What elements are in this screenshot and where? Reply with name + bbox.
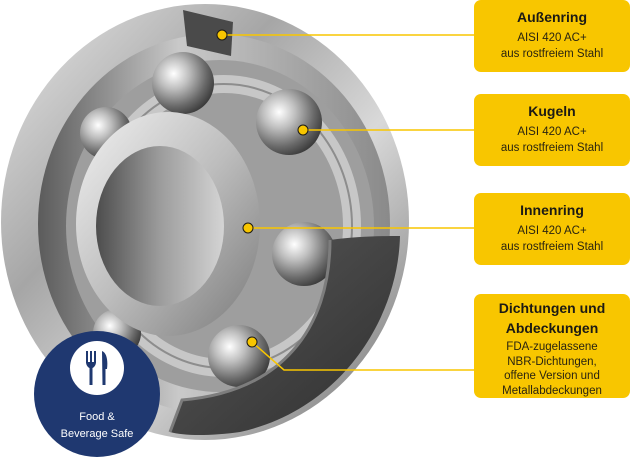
callout-line: aus rostfreiem Stahl xyxy=(500,241,604,253)
inner-ring xyxy=(76,112,260,336)
callout-title-line: Abdeckungen xyxy=(505,320,599,336)
callout-title: Außenring xyxy=(517,9,587,25)
seal-lip xyxy=(168,239,332,433)
callout-line: offene Version und xyxy=(504,370,600,382)
callout-inner-ring: Innenring AISI 420 AC+ aus rostfreiem St… xyxy=(474,193,630,265)
callout-line: AISI 420 AC+ xyxy=(517,32,587,44)
leader-lines xyxy=(222,34,474,371)
callout-outer-ring: Außenring AISI 420 AC+ aus rostfreiem St… xyxy=(474,0,630,72)
callout-line: FDA-zugelassene xyxy=(506,341,598,353)
badge-text-line: Beverage Safe xyxy=(60,428,134,440)
callout-balls: Kugeln AISI 420 AC+ aus rostfreiem Stahl xyxy=(474,94,630,166)
seal-shield xyxy=(170,236,400,435)
callout-line: aus rostfreiem Stahl xyxy=(500,142,604,154)
callout-line: NBR-Dichtungen, xyxy=(507,355,597,368)
leader-dot xyxy=(246,336,258,348)
badge-text-line: Food & xyxy=(79,411,115,423)
callout-seals: Dichtungen und Abdeckungen FDA-zugelasse… xyxy=(474,294,630,398)
leader-dots xyxy=(216,29,309,348)
callout-line: aus rostfreiem Stahl xyxy=(500,48,604,60)
callout-line: AISI 420 AC+ xyxy=(517,225,587,237)
callout-line: AISI 420 AC+ xyxy=(517,126,587,138)
callout-title: Kugeln xyxy=(528,103,576,119)
leader-dot xyxy=(242,222,254,234)
ball xyxy=(256,89,322,155)
callout-line: Metallabdeckungen xyxy=(502,384,602,397)
callout-title-line: Dichtungen und xyxy=(498,300,606,316)
outer-ring-cut-face xyxy=(183,10,233,56)
leader-line-seals xyxy=(251,341,474,371)
ball xyxy=(272,222,336,286)
leader-dot xyxy=(297,124,309,136)
leader-dot xyxy=(216,29,228,41)
callout-title: Innenring xyxy=(520,202,584,218)
food-safe-badge: Food & Beverage Safe xyxy=(34,331,160,457)
ball xyxy=(152,52,214,114)
fork-knife-icon xyxy=(70,341,124,395)
